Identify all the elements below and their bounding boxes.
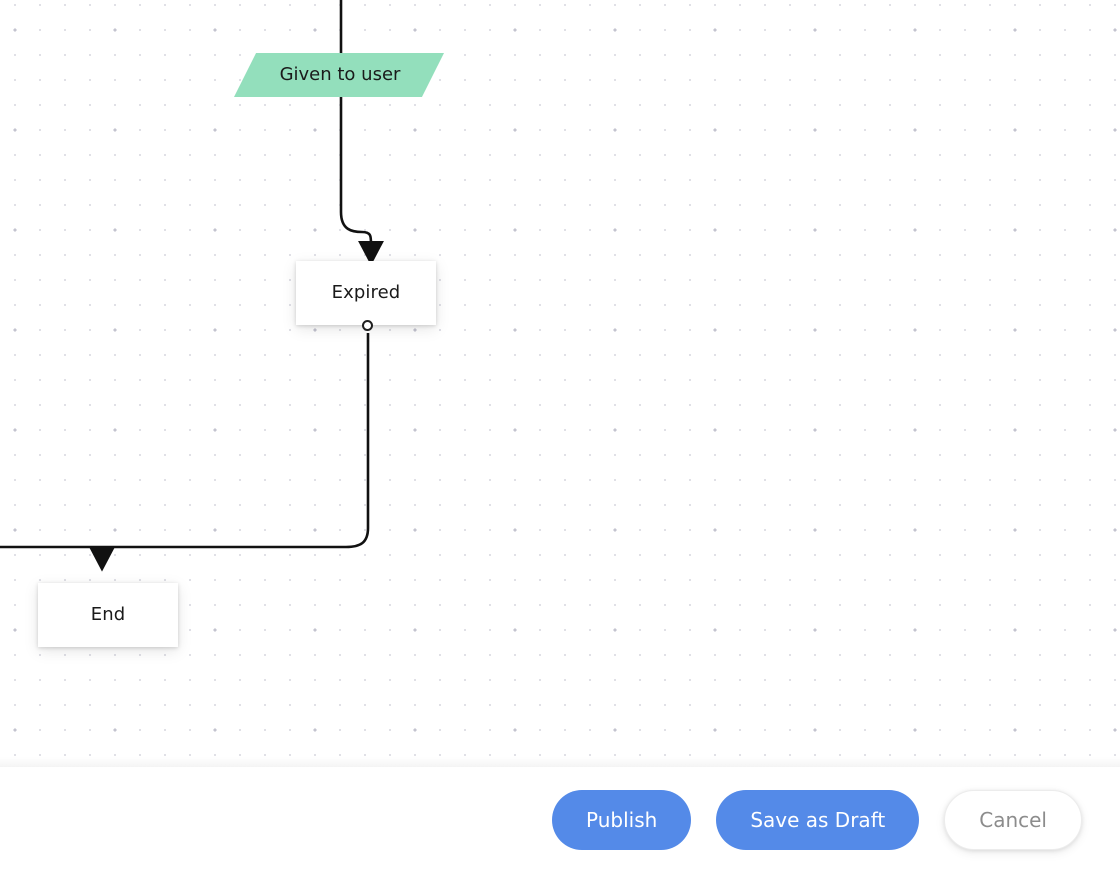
workflow-canvas[interactable]: Given to user Expired End <box>0 0 1120 767</box>
node-end[interactable]: End <box>38 583 178 647</box>
node-expired-output-handle[interactable] <box>362 320 373 331</box>
node-given-to-user-label: Given to user <box>279 64 401 85</box>
edge-expired-to-end <box>0 333 370 549</box>
publish-button[interactable]: Publish <box>552 789 692 850</box>
editor-footer-actions: Publish Save as Draft Cancel <box>0 767 1120 872</box>
save-as-draft-button[interactable]: Save as Draft <box>716 789 920 850</box>
edge-layer <box>0 0 384 572</box>
cancel-button[interactable]: Cancel <box>944 789 1082 850</box>
edge-given-to-expired <box>339 95 384 266</box>
node-expired[interactable]: Expired <box>296 261 436 325</box>
node-given-to-user[interactable]: Given to user <box>234 53 444 97</box>
node-expired-label: Expired <box>331 282 401 303</box>
node-end-label: End <box>90 604 126 625</box>
